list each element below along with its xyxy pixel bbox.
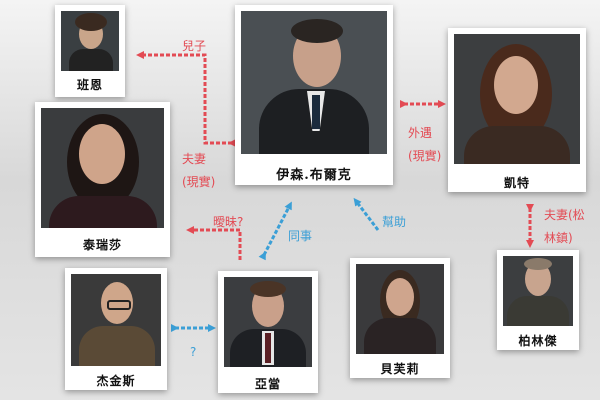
card-jenkins: 杰金斯	[65, 268, 167, 390]
harold-name: 柏林傑	[518, 334, 558, 348]
card-beverly: 貝芙莉	[350, 258, 450, 378]
label-affair-1: 外遇	[408, 126, 433, 140]
theresa-photo	[41, 108, 164, 228]
kate-name: 凱特	[503, 176, 530, 190]
label-spouse-real-1: 夫妻	[182, 152, 207, 166]
adam-name: 亞當	[254, 377, 281, 391]
label-spouse-pines-1: 夫妻(松	[544, 208, 585, 222]
card-harold: 柏林傑	[497, 250, 579, 350]
card-theresa: 泰瑞莎	[35, 102, 170, 257]
beverly-photo	[356, 264, 444, 354]
label-spouse-pines-2: 林鎮)	[544, 231, 573, 245]
ben-photo	[61, 11, 119, 71]
jenkins-name: 杰金斯	[96, 374, 136, 388]
ambiguous-link	[186, 226, 242, 260]
beverly-name: 貝芙莉	[380, 362, 420, 376]
card-kate: 凱特	[448, 28, 586, 192]
label-unknown: ?	[190, 345, 197, 359]
label-colleague: 同事	[288, 229, 313, 243]
jenkins-photo	[71, 274, 161, 366]
label-son: 兒子	[182, 39, 207, 53]
kate-photo	[454, 34, 580, 164]
harold-photo	[503, 256, 573, 326]
son-link	[136, 51, 236, 147]
label-affair-2: (現實)	[408, 149, 442, 163]
ethan-name: 伊森.布爾克	[276, 168, 352, 183]
theresa-name: 泰瑞莎	[82, 238, 122, 252]
card-ben: 班恩	[55, 5, 125, 97]
ben-name: 班恩	[76, 78, 103, 92]
label-spouse-real-2: (現實)	[182, 175, 216, 189]
label-ambiguous: 曖昧?	[213, 215, 244, 229]
help-link	[353, 197, 380, 231]
card-ethan: 伊森.布爾克	[235, 5, 393, 185]
label-help: 幫助	[382, 215, 407, 229]
adam-photo	[224, 277, 312, 367]
colleague-link	[258, 201, 292, 261]
card-adam: 亞當	[218, 271, 318, 393]
ethan-photo	[241, 11, 387, 154]
